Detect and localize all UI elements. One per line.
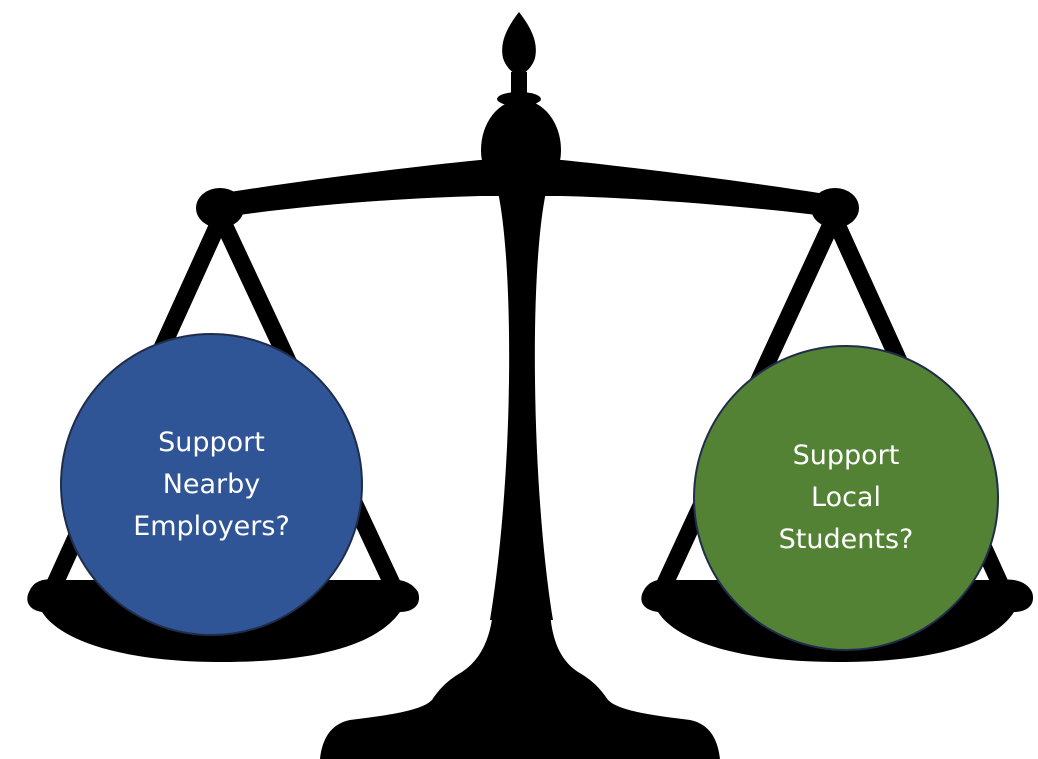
left-option-circle: Support Nearby Employers? [60, 333, 363, 636]
right-option-label: Support Local Students? [779, 435, 914, 561]
beam-end-left [196, 188, 244, 228]
scale-neck [511, 72, 527, 98]
scale-pillar [490, 192, 553, 620]
scale-finial [502, 12, 536, 76]
left-option-label: Support Nearby Employers? [133, 422, 290, 548]
right-option-line-1: Support [792, 440, 900, 471]
right-option-line-2: Local [811, 482, 881, 513]
left-option-line-1: Support [158, 426, 265, 458]
left-option-line-3: Employers? [133, 510, 290, 542]
left-option-line-2: Nearby [162, 468, 261, 500]
right-option-line-3: Students? [778, 524, 914, 555]
right-option-circle: Support Local Students? [693, 345, 999, 651]
scale-beam [205, 160, 840, 220]
scale-base [320, 612, 720, 759]
beam-end-right [811, 188, 859, 228]
